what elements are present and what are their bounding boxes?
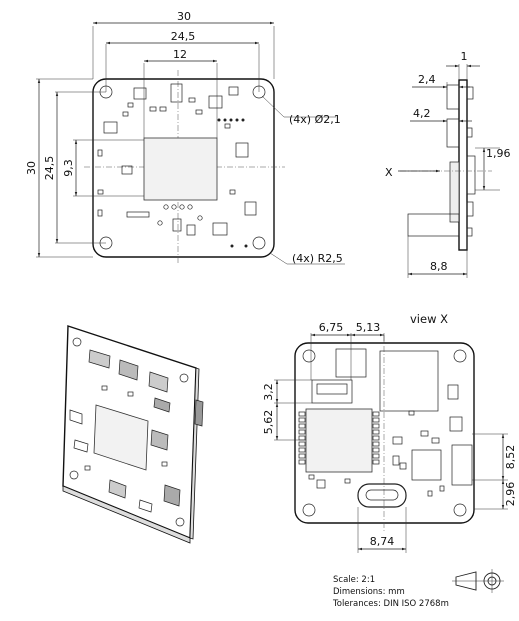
note-scale: Scale: 2:1 xyxy=(333,575,375,585)
dim-height-inner: 9,3 xyxy=(62,159,75,177)
usb-connector-side xyxy=(407,213,460,237)
ffc-connector xyxy=(451,444,473,486)
projection-symbol-icon xyxy=(452,569,504,593)
dim-width-outer: 30 xyxy=(177,10,191,23)
main-chip-bottom xyxy=(305,408,373,473)
chip-isometric xyxy=(93,404,149,471)
side-view: 1 2,4 4,2 1,96 8,8 X xyxy=(385,50,511,278)
dim-side-right: 1,96 xyxy=(486,147,511,160)
dim-x-top-left: 6,75 xyxy=(319,321,344,334)
dim-side-d1: 2,4 xyxy=(418,73,436,86)
leader-radius xyxy=(269,252,345,265)
notes-block: Scale: 2:1 Dimensions: mm Tolerances: DI… xyxy=(332,575,449,609)
callout-radius: (4x) R2,5 xyxy=(292,252,343,265)
dim-side-bottom: 8,8 xyxy=(430,260,448,273)
dim-x-bottom: 8,74 xyxy=(370,535,395,548)
pcb-outline-bottom xyxy=(294,342,475,524)
dim-side-d2: 4,2 xyxy=(413,107,431,120)
pad-rows xyxy=(298,384,463,497)
top-view: 30 24,5 12 30 24,5 9,3 (4x) Ø2,1 (4x) R2… xyxy=(25,10,345,265)
mount-hole-br xyxy=(252,236,266,250)
dim-x-left-top: 3,2 xyxy=(262,383,275,401)
top-view-h-dims xyxy=(92,21,275,138)
top-view-v-dims xyxy=(36,78,144,258)
components-top xyxy=(97,83,257,248)
dim-x-right-bottom: 2,96 xyxy=(504,482,517,507)
dim-side-top: 1 xyxy=(461,50,468,63)
view-x-title: view X xyxy=(410,312,448,326)
note-tolerances: Tolerances: DIN ISO 2768m xyxy=(332,599,449,609)
usbc-connector xyxy=(357,483,407,508)
view-x: view X xyxy=(262,312,517,553)
dim-height-outer: 30 xyxy=(25,161,38,175)
view-arrow-label: X xyxy=(385,166,393,179)
isometric-view xyxy=(62,325,204,544)
callout-holes: (4x) Ø2,1 xyxy=(289,113,341,126)
header-connector xyxy=(311,379,353,404)
dim-x-top-right: 5,13 xyxy=(356,321,381,334)
dim-width-hole: 24,5 xyxy=(171,30,196,43)
dim-width-inner: 12 xyxy=(173,48,187,61)
leader-holes xyxy=(261,95,336,118)
pcb-edge-side xyxy=(458,79,468,251)
main-chip-top xyxy=(143,137,218,201)
note-dimensions: Dimensions: mm xyxy=(333,587,405,597)
dim-x-right-top: 8,52 xyxy=(504,445,517,470)
dim-height-hole: 24,5 xyxy=(43,156,56,181)
components-iso xyxy=(69,349,204,513)
dim-x-left-bottom: 5,62 xyxy=(262,410,275,435)
